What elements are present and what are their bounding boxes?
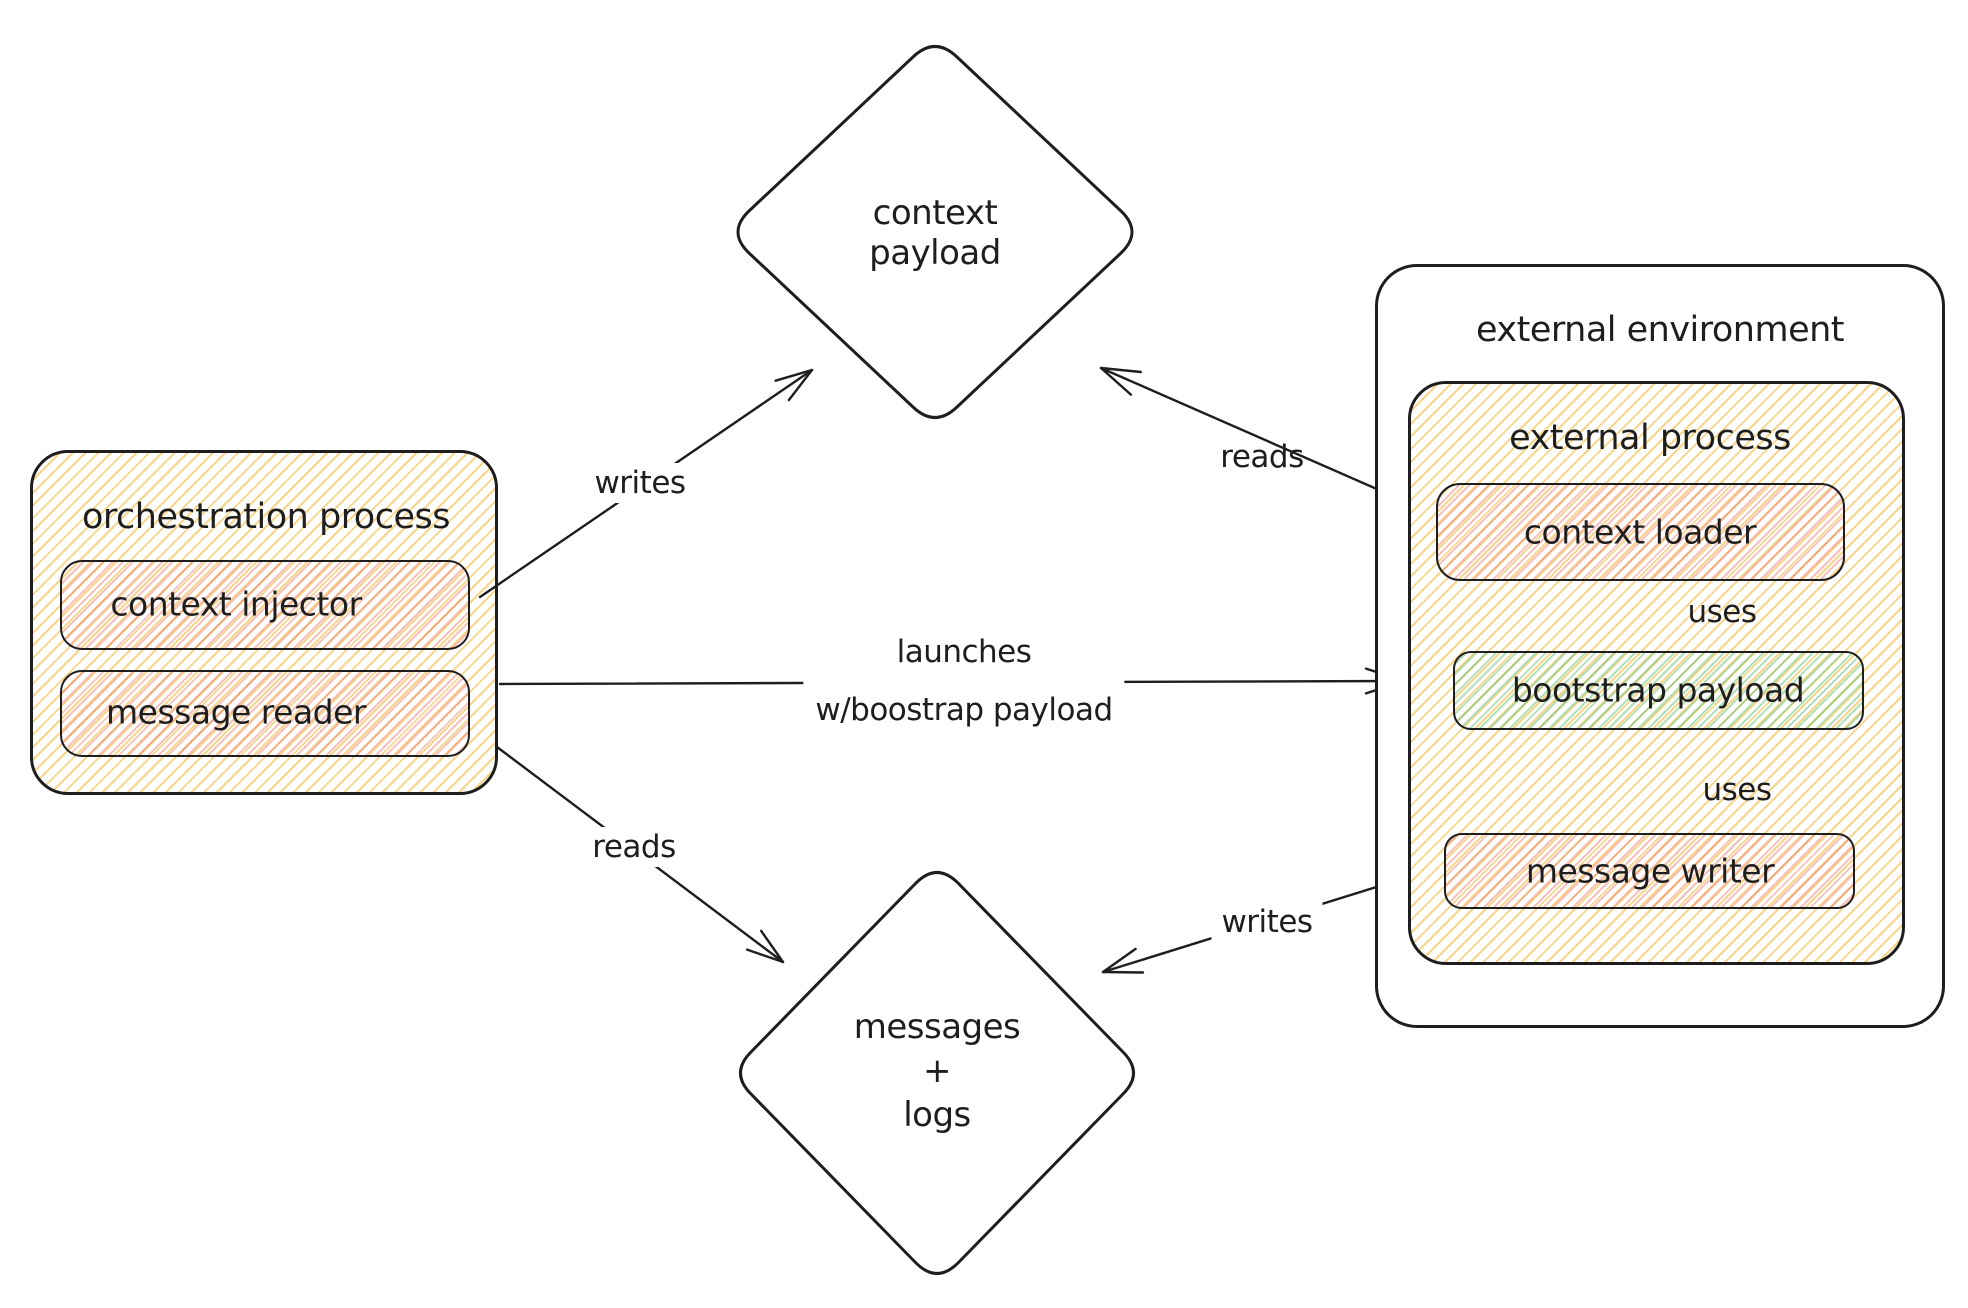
launches-label-line2: w/boostrap payload bbox=[815, 692, 1113, 728]
context-payload-diamond[interactable] bbox=[736, 45, 1134, 419]
external-process-box[interactable] bbox=[1408, 381, 1905, 965]
writes-bottom-label: writes bbox=[1211, 902, 1323, 942]
messages-logs-line3: logs bbox=[903, 1095, 971, 1135]
external-process-title: external process bbox=[1509, 418, 1791, 458]
uses-bottom-label: uses bbox=[1702, 772, 1772, 808]
reads-bottom-label: reads bbox=[582, 827, 686, 867]
messages-logs-label: messages + logs bbox=[854, 1005, 1021, 1137]
bootstrap-payload-box[interactable] bbox=[1453, 651, 1864, 730]
messages-logs-line2: + bbox=[922, 1051, 951, 1091]
reads-top-label: reads bbox=[1220, 439, 1304, 475]
context-loader-box[interactable] bbox=[1436, 483, 1845, 581]
message-writer-label: message writer bbox=[1525, 851, 1775, 891]
external-environment-title: external environment bbox=[1475, 310, 1845, 350]
launches-label: launches w/boostrap payload bbox=[803, 623, 1125, 739]
messages-logs-diamond[interactable] bbox=[739, 871, 1135, 1275]
bootstrap-payload-label: bootstrap payload bbox=[1511, 670, 1805, 710]
launches-label-line1: launches bbox=[896, 634, 1032, 670]
message-reader-label: message reader bbox=[106, 692, 366, 732]
context-payload-label: context payload bbox=[869, 193, 1001, 273]
uses-top-label: uses bbox=[1687, 594, 1757, 630]
message-reader-box[interactable] bbox=[60, 670, 470, 757]
context-injector-label: context injector bbox=[110, 584, 362, 624]
orchestration-process-box[interactable] bbox=[30, 450, 498, 795]
context-loader-label: context loader bbox=[1523, 512, 1757, 552]
writes-top-label: writes bbox=[584, 463, 696, 503]
orchestration-process-title: orchestration process bbox=[82, 497, 450, 537]
messages-logs-line1: messages bbox=[853, 1007, 1021, 1047]
context-injector-box[interactable] bbox=[60, 560, 470, 650]
message-writer-box[interactable] bbox=[1444, 833, 1855, 909]
context-payload-line1: context bbox=[872, 193, 998, 233]
context-payload-line2: payload bbox=[869, 233, 1001, 273]
